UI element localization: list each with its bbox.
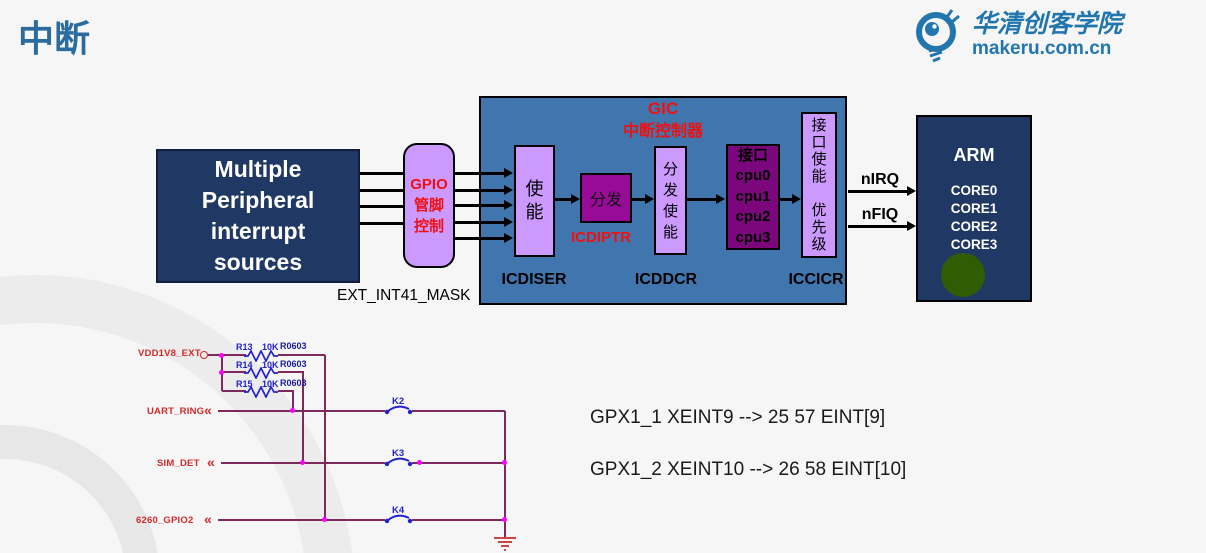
r14-pkg: R0603	[280, 359, 307, 369]
wire	[218, 519, 385, 521]
junction-dot	[300, 460, 305, 465]
switch-k4-icon	[383, 511, 415, 529]
icdiptr-label: ICDIPTR	[571, 229, 631, 246]
r14-ref: R14	[236, 360, 253, 370]
net-label-uart-ring: UART_RING	[147, 406, 205, 417]
wire	[504, 411, 506, 537]
dispatch-enable-text: 分 发 使 能	[662, 160, 678, 241]
gpio-control-box: GPIO 管脚 控制	[403, 143, 455, 268]
dispatch-box: 分发	[580, 173, 632, 223]
mapping-line-1: GPX1_1 XEINT9 --> 25 57 EINT[9]	[590, 407, 886, 428]
irq-input-arrow	[455, 168, 513, 177]
mapping-line-2: GPX1_2 XEINT10 --> 26 58 EINT[10]	[590, 459, 907, 480]
junction-dot	[219, 353, 224, 358]
wire	[292, 391, 294, 411]
resistor-symbol-r15	[244, 385, 278, 403]
logo-url: makeru.com.cn	[972, 38, 1112, 59]
signal-line	[360, 172, 403, 175]
wire	[208, 354, 246, 356]
net-label-6260-gpio2: 6260_GPIO2	[136, 515, 194, 526]
dispatch-enable-box: 分 发 使 能	[654, 146, 687, 255]
logo: 华清创客学院 makeru.com.cn	[912, 6, 1192, 64]
iccicr-label: ICCICR	[788, 271, 844, 288]
nirq-line	[848, 186, 916, 195]
irq-input-arrow	[455, 233, 513, 242]
logo-brand: 华清创客学院	[972, 10, 1123, 38]
arrow	[687, 194, 725, 203]
interrupt-sources-box: Multiple Peripheral interrupt sources	[156, 149, 360, 283]
icddcr-label: ICDDCR	[634, 271, 698, 288]
wire	[324, 355, 326, 520]
pin-icon	[200, 351, 208, 359]
switch-k2-label: K2	[392, 396, 405, 407]
nfiq-line	[848, 221, 916, 230]
arrow	[632, 194, 654, 203]
gpio-control-text: GPIO 管脚 控制	[410, 176, 448, 235]
wire	[412, 410, 505, 412]
signal-line	[360, 222, 403, 225]
gic-subtitle: 中断控制器	[622, 123, 703, 140]
wire	[302, 372, 304, 463]
logo-eye-icon	[912, 4, 966, 67]
interrupt-sources-text: Multiple Peripheral interrupt sources	[201, 156, 315, 275]
page-title: 中断	[18, 18, 91, 59]
icdiser-label: ICDISER	[501, 271, 567, 288]
arm-core-circle	[941, 253, 985, 297]
arm-title: ARM	[953, 145, 995, 165]
dispatch-box-text: 分发	[589, 192, 622, 209]
irq-input-arrow	[455, 200, 513, 209]
irq-input-arrow	[455, 217, 513, 226]
resistor-symbol-r14	[244, 366, 278, 384]
switch-k4-label: K4	[392, 505, 405, 516]
r15-pkg: R0603	[280, 378, 307, 388]
junction-dot	[502, 517, 507, 522]
switch-k2-icon	[383, 402, 415, 420]
net-chevron-icon: «	[204, 402, 212, 418]
r14-value: 10K	[262, 360, 279, 370]
power-net-label: VDD1V8_EXT	[138, 348, 201, 359]
junction-dot	[290, 408, 295, 413]
signal-line	[360, 205, 403, 208]
cpu-interface-box: 接口 cpu0 cpu1 cpu2 cpu3	[726, 144, 780, 250]
net-label-sim-det: SIM_DET	[157, 458, 200, 469]
wire	[222, 371, 246, 373]
junction-dot	[322, 517, 327, 522]
enable-box: 使 能	[514, 145, 555, 257]
iface-enable-priority-box: 接 口 使 能 优 先 级	[801, 112, 837, 258]
r13-ref: R13	[236, 342, 253, 352]
irq-input-arrow	[455, 185, 513, 194]
wire	[412, 519, 505, 521]
r13-pkg: R0603	[280, 341, 307, 351]
gic-title: GIC	[647, 99, 679, 118]
wire	[218, 410, 385, 412]
wire	[278, 371, 304, 373]
resistor-symbol-r13	[244, 349, 278, 367]
arm-cores: CORE0 CORE1 CORE2 CORE3	[950, 183, 998, 252]
r13-value: 10K	[262, 342, 279, 352]
r15-ref: R15	[236, 379, 253, 389]
r15-value: 10K	[262, 379, 279, 389]
junction-dot	[502, 460, 507, 465]
signal-line	[360, 189, 403, 192]
switch-k3-label: K3	[392, 448, 405, 459]
cpu-interface-text: 接口 cpu0 cpu1 cpu2 cpu3	[735, 146, 771, 246]
wire	[278, 390, 294, 392]
wire	[278, 354, 325, 356]
wire	[222, 390, 246, 392]
ground-icon	[492, 536, 518, 553]
switch-k3-icon	[383, 454, 415, 472]
enable-box-text: 使 能	[525, 179, 544, 222]
junction-dot	[219, 370, 224, 375]
iface-enable-priority-text: 接 口 使 能 优 先 级	[811, 117, 827, 253]
net-chevron-icon: «	[204, 511, 212, 527]
junction-dot	[417, 460, 422, 465]
nfiq-label: nFIQ	[861, 206, 899, 223]
net-chevron-icon: «	[207, 454, 215, 470]
arrow	[780, 194, 801, 203]
ext-int41-mask-label: EXT_INT41_MASK	[337, 287, 471, 304]
wire	[412, 462, 505, 464]
arrow	[555, 194, 580, 203]
nirq-label: nIRQ	[860, 171, 900, 188]
